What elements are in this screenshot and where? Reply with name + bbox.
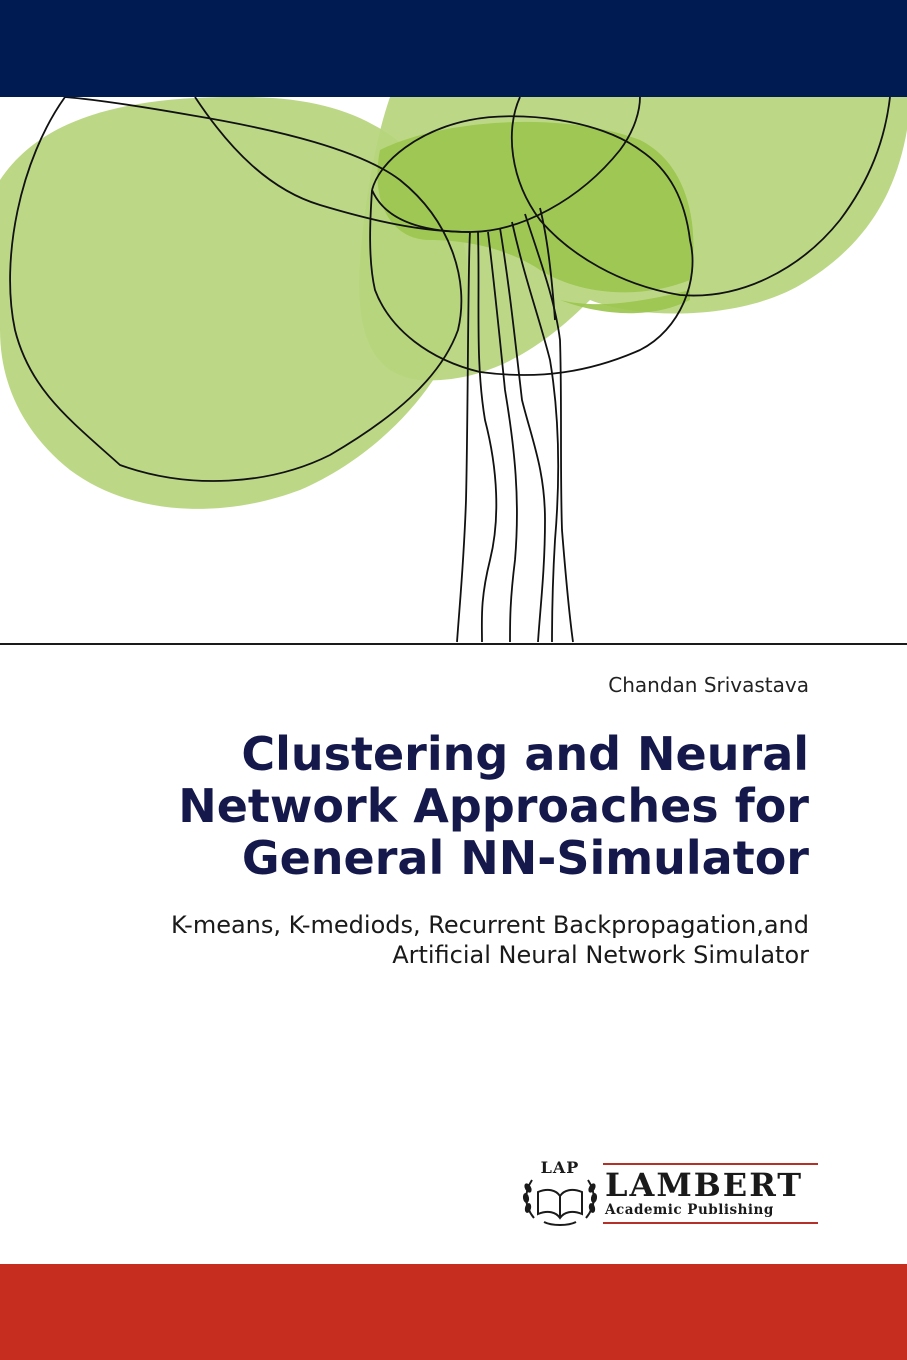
logo-bottom-rule [603, 1222, 818, 1224]
subtitle-line-2: Artificial Neural Network Simulator [392, 941, 809, 969]
logo-top-rule [603, 1163, 818, 1165]
emblem-letters: LAP [540, 1158, 580, 1177]
top-color-band [0, 0, 907, 97]
tree-illustration [0, 97, 907, 643]
book-title: Clustering and Neural Network Approaches… [49, 728, 809, 884]
publisher-emblem: LAP [520, 1158, 600, 1232]
open-book-laurel-icon [522, 1179, 598, 1226]
book-subtitle: K-means, K-mediods, Recurrent Backpropag… [9, 910, 809, 970]
title-line-2: Network Approaches for [178, 779, 809, 833]
title-line-3: General NN-Simulator [241, 831, 809, 885]
publisher-tagline: Academic Publishing [605, 1202, 774, 1218]
subtitle-line-1: K-means, K-mediods, Recurrent Backpropag… [170, 911, 809, 939]
publisher-name: LAMBERT [605, 1166, 804, 1204]
bottom-color-band [0, 1264, 907, 1360]
foliage-blobs [0, 97, 907, 509]
author-name: Chandan Srivastava [608, 673, 809, 697]
title-line-1: Clustering and Neural [241, 727, 809, 781]
publisher-logo: LAP LAMBERT Academic Publishing [520, 1158, 820, 1232]
tree-outline-strokes [9, 97, 891, 643]
divider-rule [0, 643, 907, 645]
